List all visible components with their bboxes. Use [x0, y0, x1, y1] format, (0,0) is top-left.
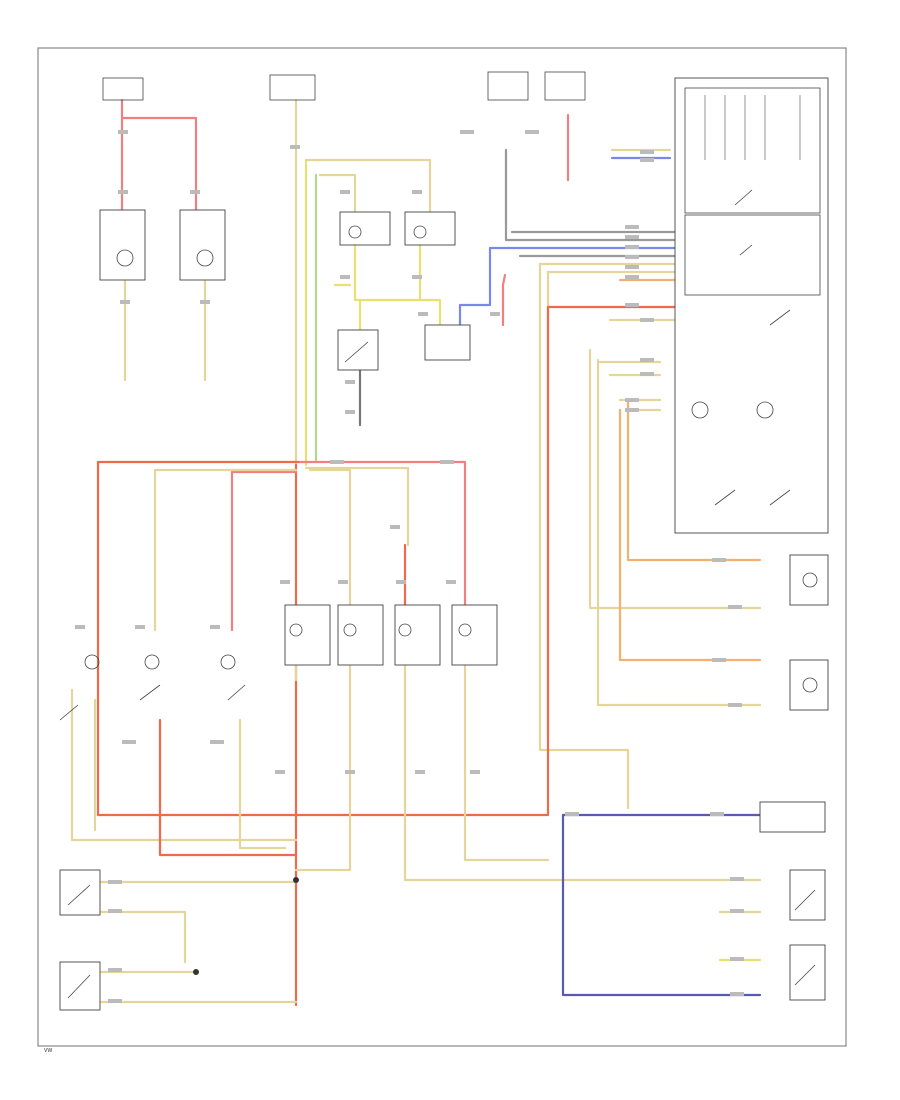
bulb-icon	[196, 249, 214, 267]
switch-right-bottom-1	[789, 869, 826, 921]
wire-navy	[561, 813, 762, 997]
bulb-icon	[84, 654, 100, 670]
ground-icon	[193, 969, 199, 975]
wire-red-branch-1	[298, 460, 467, 607]
switch-icon	[344, 341, 369, 363]
wire-tan-branch-2	[308, 468, 352, 607]
connector-top-mid	[269, 74, 316, 101]
bulb-icon	[343, 623, 357, 637]
lamp-block-2	[337, 604, 384, 666]
wire-red-mid	[501, 273, 507, 327]
wire-red-branch-2	[230, 470, 298, 632]
connector-top-left	[102, 77, 144, 101]
switch-icon	[734, 189, 753, 206]
wire-tan-right-col-1	[538, 262, 630, 810]
connector-top-right-1	[487, 71, 529, 101]
switch-icon	[67, 974, 91, 999]
wire-tan-right-col-3	[588, 348, 762, 610]
bulb-icon	[413, 225, 427, 239]
connector-marks	[75, 130, 744, 1003]
wire-tan-bottom-7	[463, 663, 550, 862]
lamp-block-3	[394, 604, 441, 666]
wire-red-bottom-3	[158, 718, 298, 857]
wire-red-main	[96, 305, 682, 817]
instrument-cluster	[759, 801, 826, 833]
wire-gray-right-1	[504, 148, 682, 242]
bulb-icon	[144, 654, 160, 670]
wire-yellow-mid	[353, 243, 442, 332]
headlamp-switch-assembly	[674, 77, 829, 534]
switch-right-lower	[789, 554, 829, 606]
ground-icon	[293, 877, 299, 883]
lamp-block-4	[451, 604, 498, 666]
bulb-icon	[348, 225, 362, 239]
relay	[337, 329, 379, 371]
switch-icon	[227, 684, 246, 701]
wire-blue-1	[458, 246, 682, 327]
bulb-icon	[691, 401, 709, 419]
bulb-icon	[756, 401, 774, 419]
switch-icon	[794, 964, 816, 986]
bulb-icon	[802, 677, 818, 693]
switch-icon	[714, 489, 736, 506]
wire-tan-right-col-4	[596, 358, 762, 707]
bulb-icon	[802, 572, 818, 588]
switch-bottom-left-1	[59, 869, 101, 916]
module-mid	[424, 324, 471, 361]
wire-tan-bottom-1	[70, 688, 298, 842]
switch-icon	[769, 489, 791, 506]
switch-icon	[67, 884, 91, 906]
bulb-icon	[398, 623, 412, 637]
switch-icon	[794, 889, 816, 911]
connector-top-right-2	[544, 71, 586, 101]
footer-label: VW	[44, 1048, 52, 1054]
bulb-icon	[116, 249, 134, 267]
wire-tan-bottom-4	[238, 718, 287, 850]
wire-red-top-left	[120, 98, 198, 212]
diagram-frame	[37, 47, 847, 1047]
wire-tan-branch-3	[304, 466, 410, 547]
switch-assembly-top	[684, 87, 821, 214]
lamp-left-1	[99, 209, 146, 281]
bulb-icon	[220, 654, 236, 670]
bulb-icon	[289, 623, 303, 637]
wire-tan-bottom-5	[294, 663, 352, 872]
bulb-icon	[458, 623, 472, 637]
switch-block-mid-2	[404, 211, 456, 246]
lamp-block-1	[284, 604, 331, 666]
lamp-left-2	[179, 209, 226, 281]
wire-tan-left-switch-2	[98, 910, 187, 964]
wire-tan-top-loop	[304, 158, 432, 217]
wire-tan-bottom-6	[403, 663, 762, 882]
switch-icon	[139, 684, 161, 701]
switch-icon	[59, 704, 79, 721]
wire-tan-top-loop-2	[318, 173, 357, 217]
switch-icon	[769, 309, 791, 326]
switch-right-lower-2	[789, 659, 829, 711]
switch-assembly-mid	[684, 214, 821, 296]
wire-tan-right-col-5	[598, 318, 682, 412]
wire-tan-branch-1	[153, 468, 298, 632]
switch-top-contacts	[704, 95, 801, 160]
switch-block-mid-1	[339, 211, 391, 246]
switch-icon	[739, 244, 753, 256]
components	[59, 71, 829, 1011]
